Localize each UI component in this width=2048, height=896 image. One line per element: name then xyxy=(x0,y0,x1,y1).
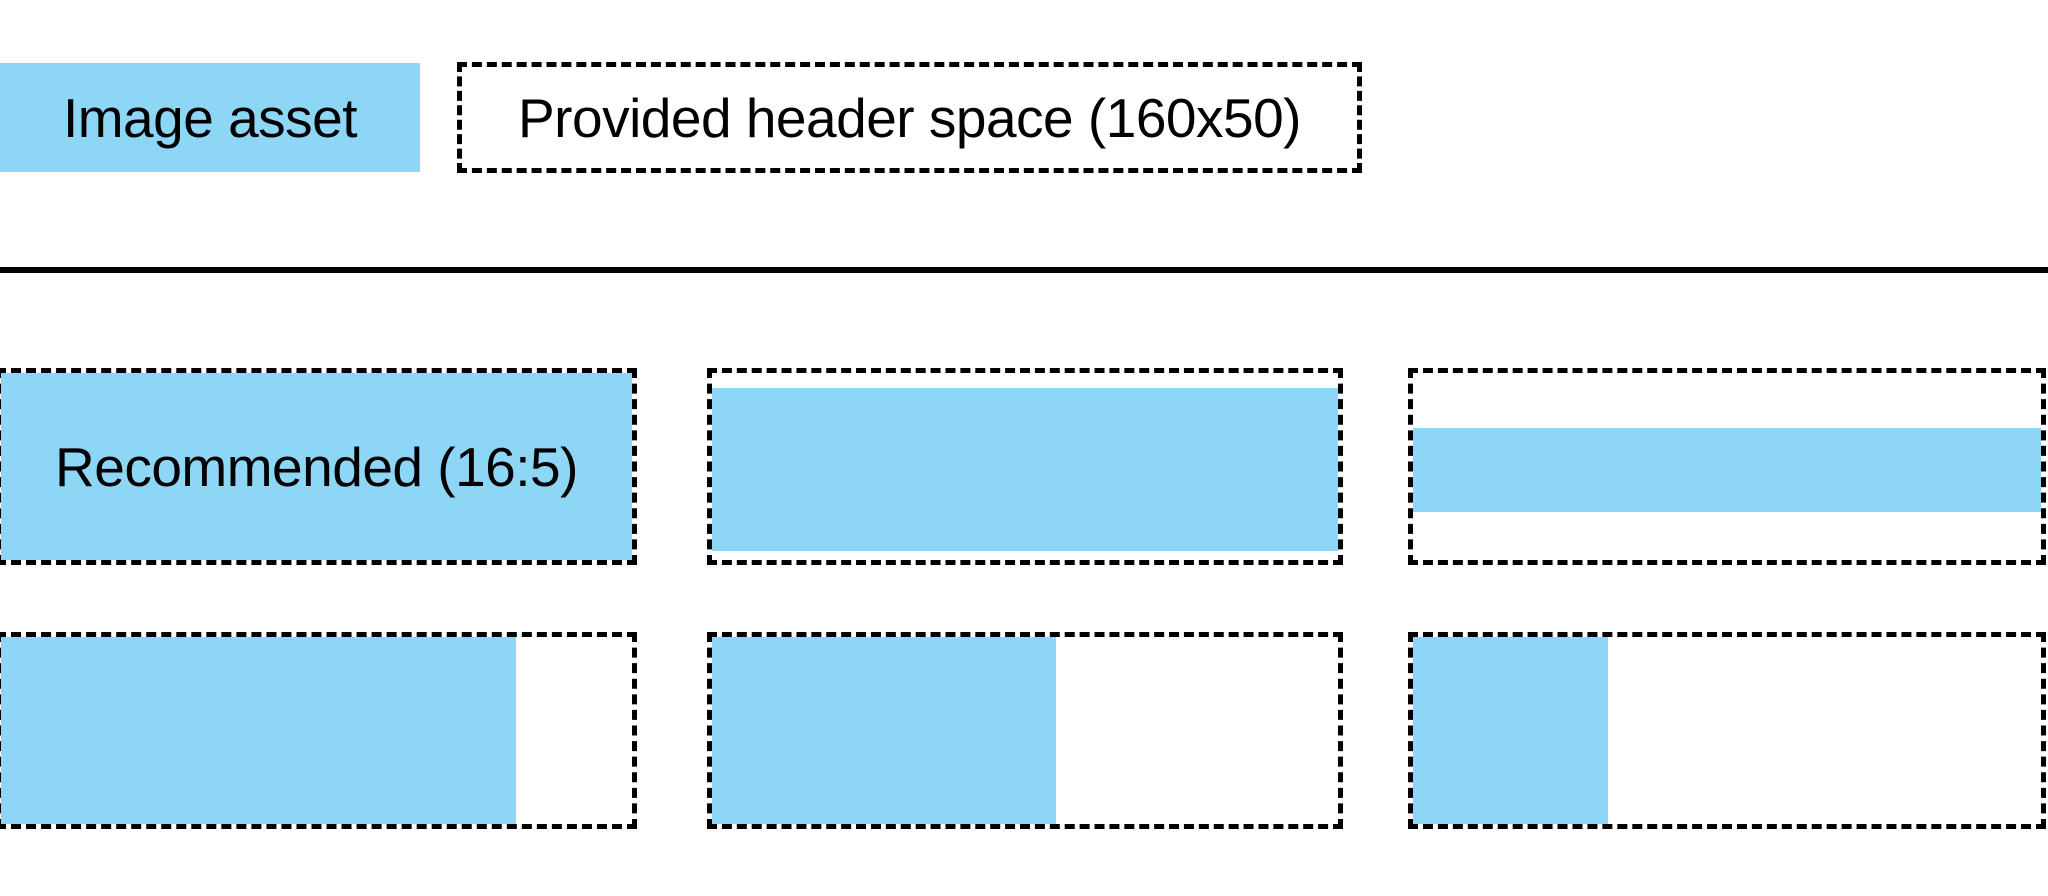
recommended-label-wrap: Recommended (16:5) xyxy=(1,373,632,560)
recommended-label: Recommended (16:5) xyxy=(55,435,578,498)
asset-fill-narrow-medium-pillarbox xyxy=(712,637,1056,824)
asset-fill-recommended xyxy=(1,373,632,560)
example-box-narrow-medium-pillarbox xyxy=(707,632,1343,829)
image-asset-label: Image asset xyxy=(62,86,358,149)
section-divider xyxy=(0,267,2048,273)
asset-fill-narrow-strong-pillarbox xyxy=(1413,637,1608,824)
example-box-narrow-slight-pillarbox xyxy=(0,632,637,829)
example-box-wide-slight-letterbox xyxy=(707,368,1343,565)
provided-header-space-box: Provided header space (160x50) xyxy=(457,62,1362,173)
asset-fill-wide-strong-letterbox xyxy=(1413,428,2041,512)
example-box-wide-strong-letterbox xyxy=(1408,368,2046,565)
image-asset-swatch: Image asset xyxy=(0,63,420,172)
asset-fill-narrow-slight-pillarbox xyxy=(1,637,516,824)
provided-header-space-label: Provided header space (160x50) xyxy=(517,86,1302,149)
example-box-narrow-strong-pillarbox xyxy=(1408,632,2046,829)
example-box-recommended: Recommended (16:5) xyxy=(0,368,637,565)
asset-fill-wide-slight-letterbox xyxy=(712,388,1338,551)
